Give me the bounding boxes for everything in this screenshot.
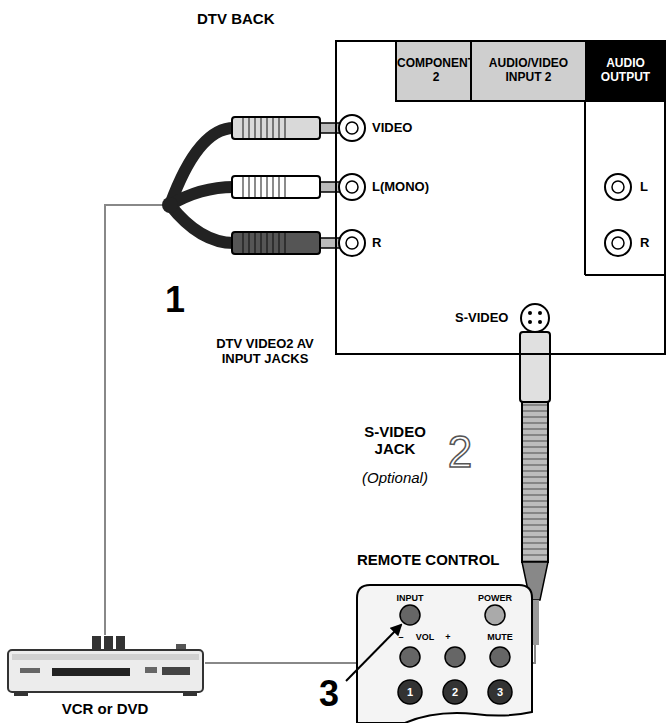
jack-label: S-VIDEO — [455, 311, 508, 326]
node-text: VCR or DVD — [5, 700, 205, 717]
callout-number: 2 — [448, 430, 472, 474]
callout-text: DTV VIDEO2 AV INPUT JACKS — [195, 337, 335, 367]
rca-plug — [232, 176, 345, 198]
jack-label: R — [640, 236, 649, 251]
button-label: INPUT — [397, 593, 424, 603]
remote-body — [357, 585, 532, 723]
jack-group-header: COMPONENT 2 — [395, 40, 477, 102]
callout-note: (Optional) — [362, 469, 428, 486]
callout-text: S-VIDEO JACK — [350, 423, 440, 458]
rca-plug — [232, 232, 345, 254]
remote-control: REMOTE CONTROL — [357, 585, 532, 721]
button-number: 1 — [407, 686, 413, 699]
tv-back-panel: DTV BACKCOMPONENT 2AUDIO/VIDEO INPUT 2AU… — [335, 40, 666, 355]
vcr-dvd-player: VCR or DVD — [5, 635, 205, 717]
button-label: + — [445, 632, 450, 642]
jack-label: L(MONO) — [372, 180, 429, 195]
callout-number: 1 — [165, 282, 185, 318]
node-text: REMOTE CONTROL — [357, 551, 500, 568]
rca-jack-center — [346, 122, 624, 249]
button-number: 3 — [497, 686, 503, 699]
jack-group-header: AUDIO/VIDEO INPUT 2 — [470, 40, 587, 102]
jack-label: VIDEO — [372, 121, 412, 136]
rca-plug — [232, 117, 345, 139]
jack-label: L — [640, 180, 648, 195]
cable-junction — [162, 197, 178, 213]
callout-number: 3 — [319, 676, 339, 712]
node-text: AUDIO OUTPUT — [590, 57, 661, 85]
vcr-dvd-body — [8, 636, 203, 696]
node-text: DTV BACK — [197, 10, 275, 27]
audio-output-column — [585, 100, 666, 275]
button-label: VOL — [416, 632, 435, 642]
rca-jack — [339, 115, 631, 256]
jack-group-header: AUDIO OUTPUT — [585, 40, 666, 102]
rca-cable-bundle — [170, 128, 234, 243]
callout-arrow — [346, 625, 401, 681]
button-label: MUTE — [487, 632, 513, 642]
s-video-jack — [521, 304, 549, 332]
remote-button — [398, 605, 512, 704]
node-text: COMPONENT 2 — [397, 57, 475, 85]
button-label: – — [398, 632, 403, 642]
button-label: POWER — [478, 593, 512, 603]
cable-line — [105, 187, 335, 635]
node-text: AUDIO/VIDEO INPUT 2 — [475, 57, 582, 85]
button-number: 2 — [452, 686, 458, 699]
jack-label: R — [372, 236, 381, 251]
